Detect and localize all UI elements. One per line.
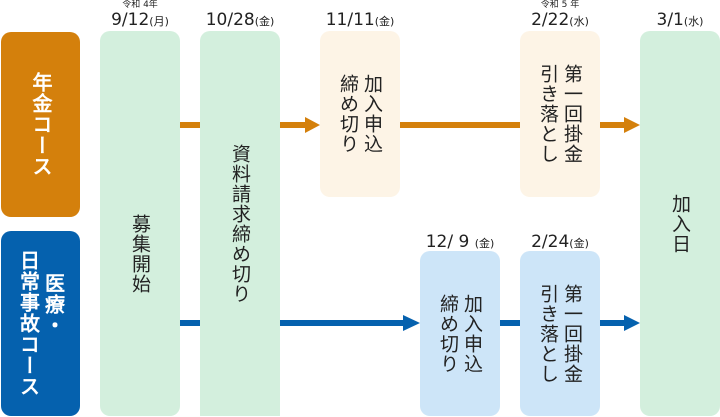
medical-course-text-line1: 医療・ <box>41 273 66 336</box>
date-join: 3/1(水) <box>630 11 720 31</box>
medical-flow-line-4 <box>600 320 626 326</box>
step-join-text: 加入日 <box>669 193 691 254</box>
date-recruit: 9/12(月) <box>90 11 190 31</box>
pension-flow-line-4 <box>600 122 626 128</box>
step-request-deadline: 資料請求締め切り <box>200 31 280 416</box>
pension-arrow-icon-2 <box>624 117 640 133</box>
step-pension-apply-deadline: 加入申込 締め切り <box>320 31 400 197</box>
step-pension-debit-text-line1: 第一回掛金 <box>561 64 583 164</box>
step-recruit-text: 募集開始 <box>129 213 151 294</box>
step-medical-apply-text-line1: 加入申込 <box>461 293 483 374</box>
date-pension-debit-value: 2/22 <box>531 10 570 30</box>
medical-flow-line-2 <box>280 320 406 326</box>
step-join-date: 加入日 <box>640 31 720 416</box>
date-medical-debit: 2/24(金) <box>510 233 610 253</box>
date-pension-apply-day: (金) <box>374 15 395 28</box>
date-pension-apply: 11/11(金) <box>310 11 410 31</box>
medical-course-label: 医療・ 日常事故コース <box>1 231 80 416</box>
date-request: 10/28(金) <box>190 11 290 31</box>
date-medical-apply-day: (金) <box>474 237 495 250</box>
medical-arrow-icon-2 <box>624 315 640 331</box>
pension-flow-line-3 <box>400 122 520 128</box>
date-medical-apply-value: 12/ 9 <box>425 232 475 252</box>
step-pension-debit-text-line2: 引き落とし <box>537 64 559 164</box>
medical-flow-line-1 <box>180 320 200 326</box>
pension-flow-line-2 <box>280 122 308 128</box>
step-medical-apply-text-line2: 締め切り <box>437 293 459 374</box>
date-join-day: (水) <box>683 15 704 28</box>
date-recruit-value: 9/12 <box>111 10 150 30</box>
medical-arrow-icon-1 <box>403 315 420 331</box>
pension-course-text: 年金コース <box>29 72 53 177</box>
step-medical-debit-text-line2: 引き落とし <box>537 283 559 384</box>
step-pension-apply-text-line2: 締め切り <box>337 74 359 154</box>
date-join-value: 3/1 <box>656 10 684 30</box>
medical-flow-line-3 <box>500 320 520 326</box>
date-pension-debit: 2/22(水) <box>510 11 610 31</box>
date-medical-apply: 12/ 9 (金) <box>410 233 510 253</box>
date-pension-debit-day: (水) <box>569 15 589 28</box>
pension-flow-line-1 <box>180 122 200 128</box>
medical-course-text-line2: 日常事故コース <box>16 250 41 397</box>
date-medical-debit-day: (金) <box>569 237 589 250</box>
step-pension-apply-text-line1: 加入申込 <box>361 74 383 154</box>
date-medical-debit-value: 2/24 <box>531 232 570 252</box>
date-request-value: 10/28 <box>205 10 255 30</box>
date-request-day: (金) <box>254 15 275 28</box>
pension-course-label: 年金コース <box>1 32 80 217</box>
era-label-r5: 令和 5 年 <box>540 0 580 10</box>
step-medical-debit-text-line1: 第一回掛金 <box>561 283 583 384</box>
pension-arrow-icon-1 <box>305 117 320 133</box>
date-pension-apply-value: 11/11 <box>325 10 375 30</box>
step-recruit-start: 募集開始 <box>100 31 180 416</box>
era-label-r4: 令和 4年 <box>122 0 158 10</box>
date-recruit-day: (月) <box>149 15 169 28</box>
step-request-text: 資料請求締め切り <box>229 143 251 304</box>
step-medical-apply-deadline: 加入申込 締め切り <box>420 251 500 416</box>
step-pension-first-debit: 第一回掛金 引き落とし <box>520 31 600 197</box>
step-medical-first-debit: 第一回掛金 引き落とし <box>520 251 600 416</box>
